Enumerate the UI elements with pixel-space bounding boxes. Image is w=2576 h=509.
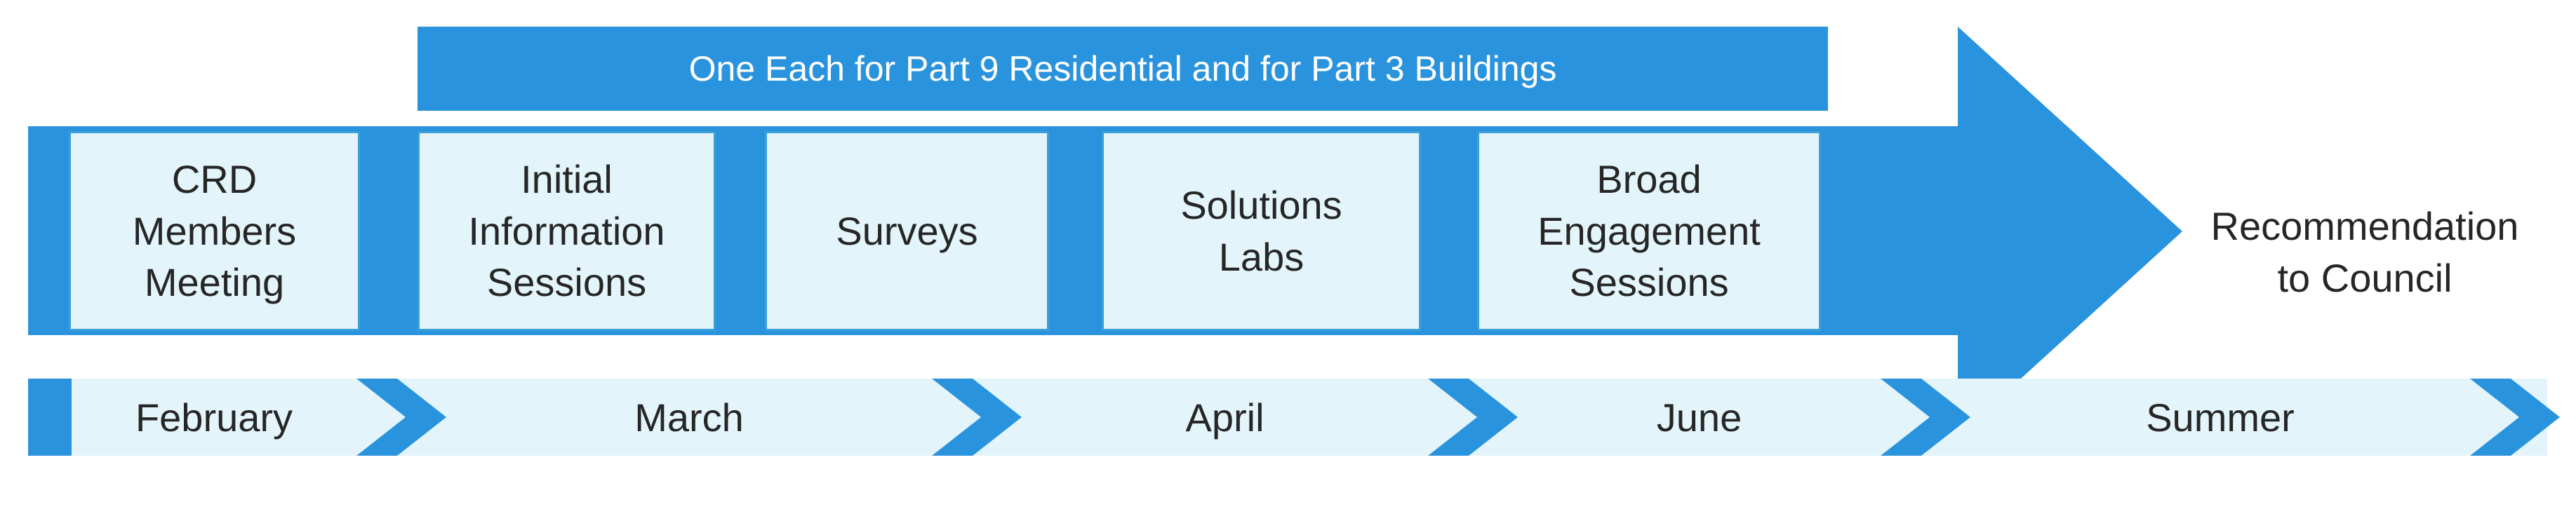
timeline-band: [28, 379, 2547, 456]
stage-label: Broad Engagement Sessions: [1537, 156, 1761, 305]
timeline-month-march: March: [446, 379, 932, 456]
stage-initial-information-sessions: Initial Information Sessions: [418, 131, 716, 331]
timeline-month-june: June: [1518, 379, 1881, 456]
timeline-chevron-5: [2470, 379, 2560, 456]
stage-solutions-labs: Solutions Labs: [1102, 131, 1421, 331]
timeline-chevron-3: [1428, 379, 1518, 456]
timeline-chevron-4: [1881, 379, 1970, 456]
banner-text: One Each for Part 9 Residential and for …: [688, 49, 1557, 88]
stage-broad-engagement-sessions: Broad Engagement Sessions: [1477, 131, 1821, 331]
stage-label: Solutions Labs: [1180, 182, 1342, 279]
month-label: March: [634, 395, 744, 440]
month-label: February: [135, 395, 293, 440]
month-label: Summer: [2146, 395, 2295, 440]
outcome-label: Recommendation to Council: [2210, 204, 2519, 300]
banner-header: One Each for Part 9 Residential and for …: [418, 27, 1828, 111]
stage-crd-members-meeting: CRD Members Meeting: [69, 131, 360, 331]
timeline-month-february: February: [72, 379, 356, 456]
stage-label: CRD Members Meeting: [132, 156, 297, 305]
stage-surveys: Surveys: [765, 131, 1049, 331]
outcome-recommendation: Recommendation to Council: [2154, 168, 2575, 337]
stage-label: Initial Information Sessions: [468, 156, 665, 305]
stage-label: Surveys: [836, 208, 978, 253]
timeline-month-summer: Summer: [1970, 379, 2470, 456]
timeline-start-tab: [28, 379, 72, 456]
timeline-month-april: April: [1022, 379, 1428, 456]
month-label: June: [1656, 395, 1742, 440]
month-label: April: [1185, 395, 1264, 440]
timeline-chevron-2: [932, 379, 1022, 456]
timeline-chevron-1: [356, 379, 446, 456]
